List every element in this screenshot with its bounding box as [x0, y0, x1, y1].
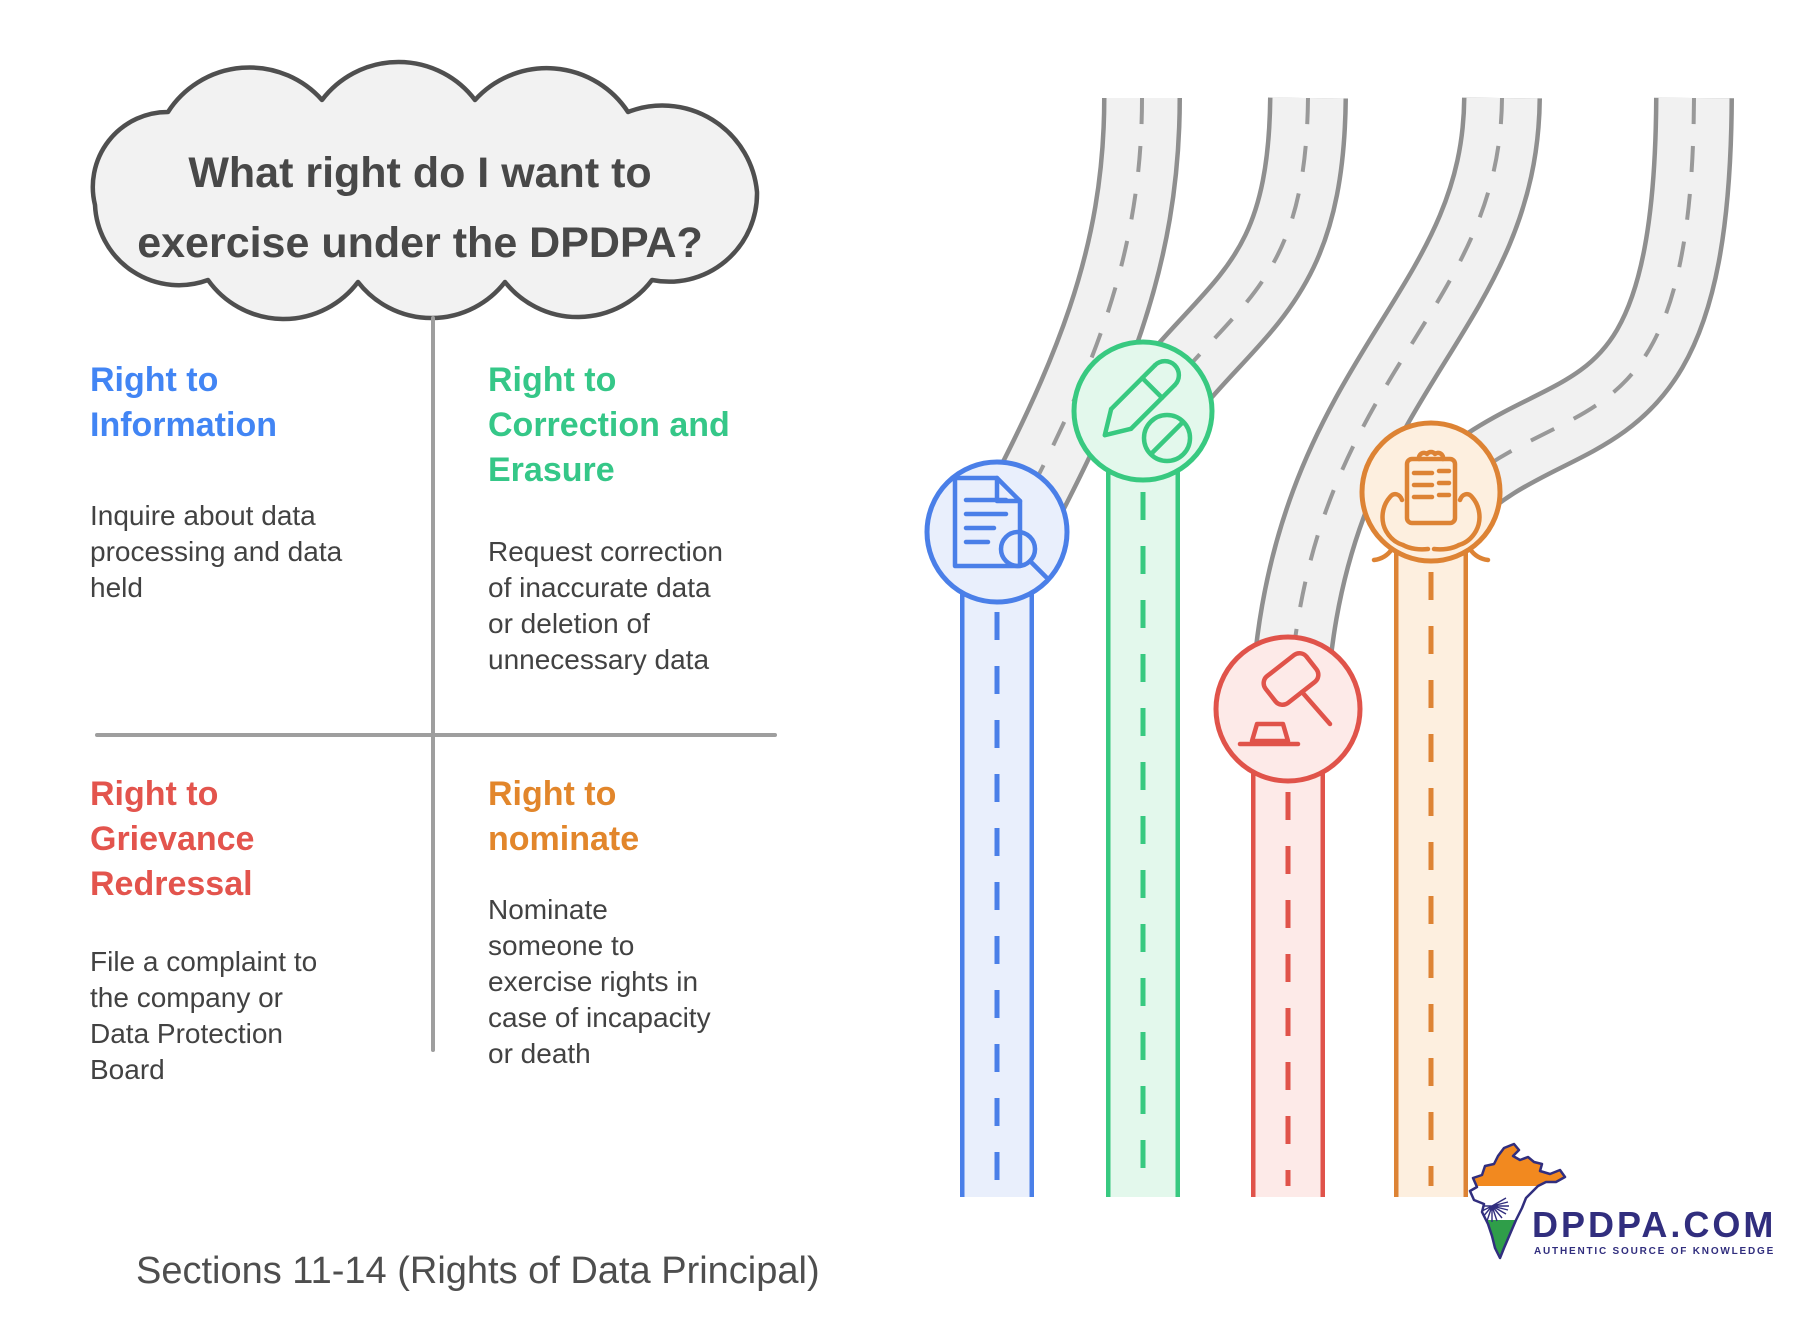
heading-right-to-grievance-redressal: Right to Grievance Redressal [90, 775, 255, 903]
road-3-center-line [1286, 97, 1504, 751]
map-chakra-rays [1476, 1197, 1509, 1222]
circle-correction [1071, 339, 1215, 483]
quadrant-divider-vertical [431, 316, 435, 1052]
document-search-icon [952, 475, 1049, 580]
body-right-to-nominate: Nominate someone to exercise rights in c… [488, 894, 711, 1069]
bubble-title: What right do I want to exercise under t… [137, 149, 703, 267]
colored-lanes [960, 411, 1468, 1197]
footer-caption: Sections 11-14 (Rights of Data Principal… [136, 1250, 820, 1292]
circle-nominate [1359, 420, 1503, 564]
gavel-icon [1237, 650, 1333, 747]
body-right-to-information: Inquire about data processing and data h… [90, 500, 343, 603]
logo-tagline: AUTHENTIC SOURCE OF KNOWLEDGE [1534, 1246, 1776, 1257]
cloud-bubble [90, 59, 760, 322]
logo-brand-text: DPDPA.COM [1532, 1204, 1777, 1245]
milestone-circles [924, 339, 1503, 784]
quadrant-divider-horizontal [95, 733, 777, 737]
heading-right-to-nominate: Right to nominate [488, 775, 640, 858]
heading-right-to-information: Right to Information [90, 361, 277, 444]
body-right-to-correction-erasure: Request correction of inaccurate data or… [488, 536, 724, 675]
body-right-to-grievance-redressal: File a complaint to the company or Data … [90, 946, 318, 1085]
hands-clipboard-icon [1371, 449, 1491, 563]
pencil-erase-icon [1102, 358, 1193, 464]
heading-right-to-correction-erasure: Right to Correction and Erasure [488, 361, 730, 489]
